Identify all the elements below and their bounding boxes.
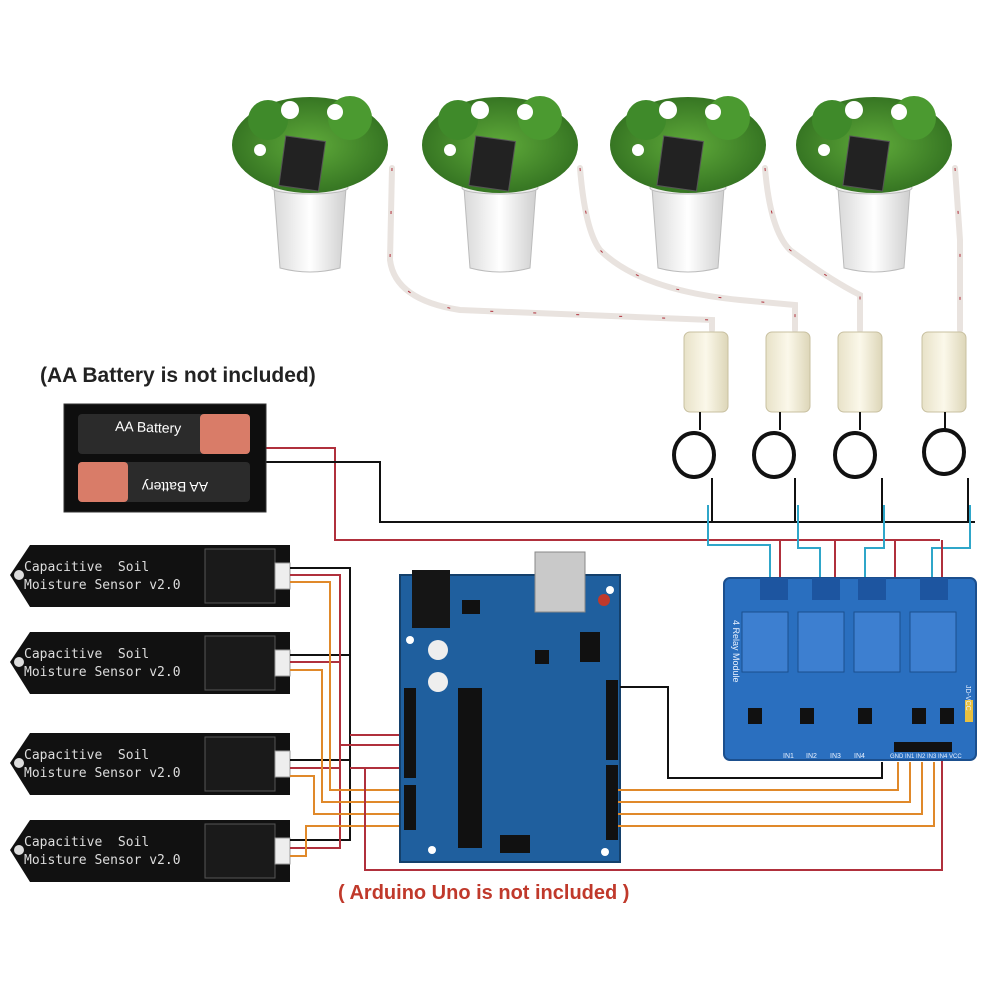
arduino-note: ( Arduino Uno is not included ) xyxy=(338,882,630,904)
sensor-label-line2: Moisture Sensor v2.0 xyxy=(24,578,181,593)
plant-pot-1 xyxy=(232,96,388,273)
sensor-label-line1: Capacitive Soil xyxy=(24,835,149,850)
water-tube-edges xyxy=(389,167,961,330)
relay-title: 4 Relay Module xyxy=(731,620,741,683)
water-pump-2 xyxy=(752,331,811,515)
water-pump-1 xyxy=(672,331,729,515)
sensor-wires xyxy=(290,567,943,871)
sensor-label-line1: Capacitive Soil xyxy=(24,560,149,575)
relay-pin-in1: IN1 xyxy=(783,753,794,760)
pump-relay-wires xyxy=(707,505,971,578)
battery-bottom-label: AA Battery xyxy=(142,479,208,495)
relay-header-label: GND IN1 IN2 IN3 IN4 VCC xyxy=(890,754,962,760)
plant-pot-3 xyxy=(610,96,766,273)
moisture-sensor-4: Capacitive Soil Moisture Sensor v2.0 xyxy=(10,820,291,882)
moisture-sensor-3: Capacitive Soil Moisture Sensor v2.0 xyxy=(10,733,291,795)
plant-pot-2 xyxy=(422,96,578,273)
sensor-label-line2: Moisture Sensor v2.0 xyxy=(24,665,181,680)
moisture-sensor-1: Capacitive Soil Moisture Sensor v2.0 xyxy=(10,545,291,607)
water-pump-4 xyxy=(921,331,969,515)
relay-pin-in2: IN2 xyxy=(806,753,817,760)
sensor-label-line1: Capacitive Soil xyxy=(24,748,149,763)
power-wires xyxy=(265,447,975,541)
water-pump-3 xyxy=(833,331,883,515)
battery-note: (AA Battery is not included) xyxy=(40,364,316,387)
relay-pin-in3: IN3 xyxy=(830,753,841,760)
battery-top-label: AA Battery xyxy=(115,418,182,436)
relay-jumper-label: JD-VCC xyxy=(964,685,971,711)
relay-pin-in4: IN4 xyxy=(854,753,865,760)
sensor-label-line2: Moisture Sensor v2.0 xyxy=(24,853,181,868)
sensor-label-line1: Capacitive Soil xyxy=(24,647,149,662)
arduino-relay-wires xyxy=(618,686,935,827)
relay-power-wires xyxy=(779,540,943,578)
sensor-label-line2: Moisture Sensor v2.0 xyxy=(24,766,181,781)
battery-holder: AA Battery AA Battery xyxy=(63,403,267,513)
relay-module: 4 Relay Module JD-VCC IN1 IN2 IN3 IN4 GN… xyxy=(723,577,977,761)
moisture-sensor-2: Capacitive Soil Moisture Sensor v2.0 xyxy=(10,632,291,694)
arduino-uno-board xyxy=(399,551,621,863)
plant-pot-4 xyxy=(796,96,952,273)
